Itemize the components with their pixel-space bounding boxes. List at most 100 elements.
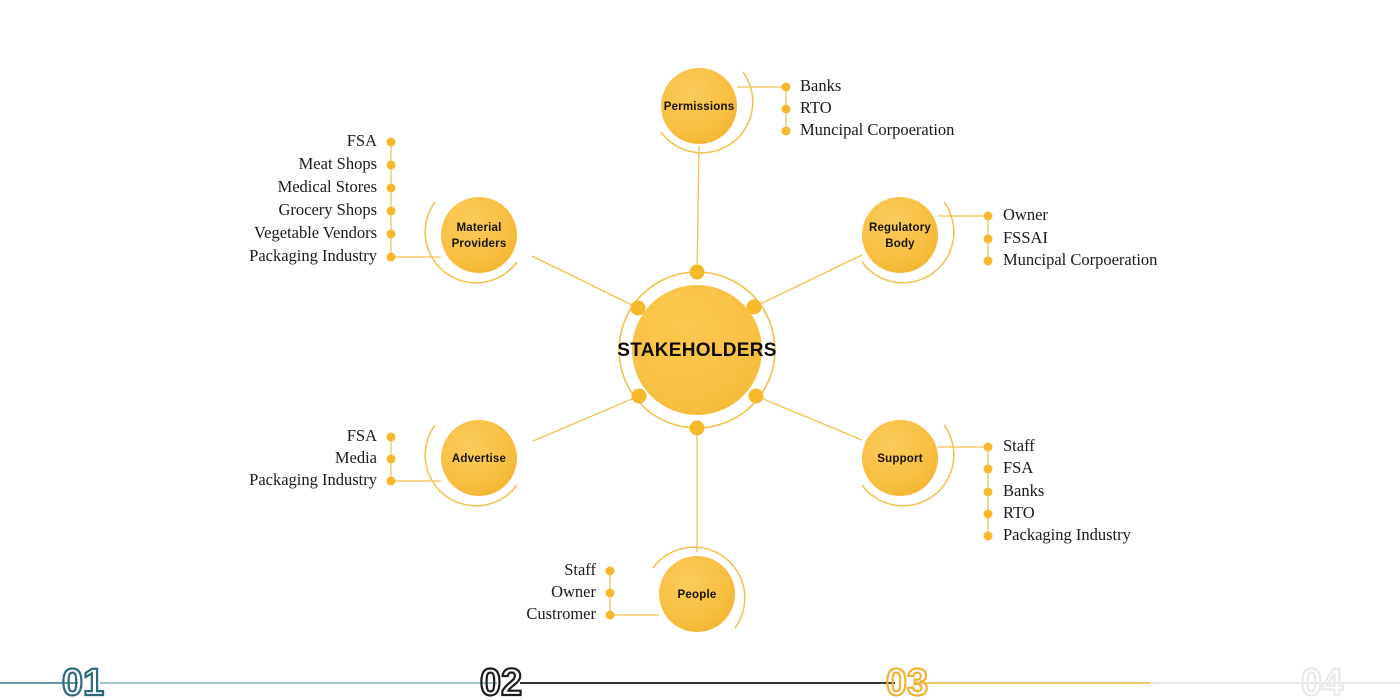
support-bullet — [983, 464, 993, 474]
people-bullet — [605, 588, 615, 598]
regulatory-body-items: Owner FSSAI Muncipal Corpoeration — [983, 205, 1157, 269]
center-dot-lower-right — [748, 388, 764, 404]
advertise-arc — [424, 424, 518, 507]
regulatory-body-arc — [861, 201, 955, 284]
progress-step-01[interactable]: 01 — [61, 661, 105, 700]
support-item: Banks — [1003, 481, 1044, 500]
material-providers-bullet — [386, 183, 396, 193]
material-providers-item: Packaging Industry — [249, 246, 378, 265]
center-dot-top — [689, 264, 705, 280]
advertise-bullet — [386, 432, 396, 442]
people-item: Owner — [551, 582, 596, 601]
branch-permissions[interactable]: Permissions Banks RTO Muncipal Corpoerat… — [660, 68, 954, 154]
support-item: Packaging Industry — [1003, 525, 1132, 544]
material-providers-item: Meat Shops — [299, 154, 377, 173]
center-connector-dots — [630, 264, 764, 436]
support-item: RTO — [1003, 503, 1035, 522]
permissions-item: RTO — [800, 98, 832, 117]
people-arc — [652, 546, 746, 629]
material-providers-item: FSA — [347, 131, 377, 150]
advertise-bullet — [386, 476, 396, 486]
spoke-regulatory-body — [753, 254, 863, 308]
advertise-bullet — [386, 454, 396, 464]
permissions-disc — [661, 68, 737, 144]
regulatory-body-item: Muncipal Corpoeration — [1003, 250, 1157, 269]
material-providers-bullet — [386, 137, 396, 147]
people-label: People — [678, 589, 717, 601]
advertise-label: Advertise — [452, 453, 506, 465]
spoke-material-providers — [531, 255, 639, 309]
branch-regulatory-body[interactable]: Regulatory Body Owner FSSAI Muncipal Cor… — [861, 197, 1157, 284]
center-disc — [632, 285, 762, 415]
spoke-permissions — [696, 145, 700, 273]
support-item: FSA — [1003, 458, 1033, 477]
center-dot-lower-left — [631, 388, 647, 404]
advertise-item: Media — [335, 448, 378, 467]
regulatory-body-item: Owner — [1003, 205, 1048, 224]
regulatory-body-label-line1: Regulatory — [869, 222, 931, 234]
progress-bar: 01 02 03 04 — [0, 661, 1400, 700]
material-providers-item: Vegetable Vendors — [254, 223, 377, 242]
branch-advertise[interactable]: Advertise FSA Media Packaging Industry — [249, 420, 518, 507]
progress-step-03[interactable]: 03 — [885, 661, 929, 700]
material-providers-bullet — [386, 252, 396, 262]
center-node-label: STAKEHOLDERS — [617, 340, 776, 361]
support-bullet — [983, 531, 993, 541]
support-disc — [862, 420, 938, 496]
center-dot-bottom — [689, 420, 705, 436]
material-providers-arc — [424, 201, 518, 284]
support-items: Staff FSA Banks RTO Packaging Industry — [983, 436, 1132, 544]
regulatory-body-bullet — [983, 256, 993, 266]
material-providers-bullet — [386, 160, 396, 170]
permissions-bullet — [781, 82, 791, 92]
support-arc — [861, 424, 955, 507]
people-item: Custromer — [526, 604, 596, 623]
permissions-bullet — [781, 104, 791, 114]
material-providers-disc — [441, 197, 517, 273]
advertise-items: FSA Media Packaging Industry — [249, 426, 396, 489]
material-providers-label-line1: Material — [456, 222, 501, 234]
support-bullet — [983, 487, 993, 497]
people-items: Staff Owner Custromer — [526, 560, 615, 623]
people-bullet — [605, 610, 615, 620]
material-providers-bullet — [386, 206, 396, 216]
center-dot-upper-left — [630, 300, 646, 316]
regulatory-body-label-line2: Body — [885, 238, 915, 250]
material-providers-items: FSA Meat Shops Medical Stores Grocery Sh… — [249, 131, 396, 265]
center-node[interactable]: STAKEHOLDERS — [617, 264, 776, 436]
permissions-item: Banks — [800, 76, 841, 95]
spoke-advertise — [532, 395, 640, 442]
people-item: Staff — [564, 560, 596, 579]
branch-support[interactable]: Support Staff FSA Banks RTO Packaging In… — [861, 420, 1132, 544]
permissions-bullet — [781, 126, 791, 136]
support-bullet — [983, 509, 993, 519]
support-item: Staff — [1003, 436, 1035, 455]
regulatory-body-item: FSSAI — [1003, 228, 1048, 247]
material-providers-item: Grocery Shops — [278, 200, 377, 219]
advertise-disc — [441, 420, 517, 496]
progress-step-02[interactable]: 02 — [479, 661, 523, 700]
permissions-item: Muncipal Corpoeration — [800, 120, 954, 139]
center-dot-upper-right — [746, 299, 762, 315]
regulatory-body-disc — [862, 197, 938, 273]
material-providers-label-line2: Providers — [452, 238, 507, 250]
support-label: Support — [877, 453, 922, 465]
advertise-item: Packaging Industry — [249, 470, 378, 489]
permissions-label: Permissions — [664, 101, 735, 113]
material-providers-item: Medical Stores — [278, 177, 377, 196]
spoke-support — [755, 395, 863, 441]
regulatory-body-bullet — [983, 211, 993, 221]
regulatory-body-bullet — [983, 234, 993, 244]
spoke-lines — [531, 145, 863, 552]
advertise-item: FSA — [347, 426, 377, 445]
material-providers-bullet — [386, 229, 396, 239]
progress-step-04[interactable]: 04 — [1300, 661, 1344, 700]
branch-material-providers[interactable]: Material Providers FSA Meat Shops Medica… — [249, 131, 518, 284]
branch-people[interactable]: People Staff Owner Custromer — [526, 546, 746, 632]
support-bullet — [983, 442, 993, 452]
permissions-items: Banks RTO Muncipal Corpoeration — [781, 76, 954, 139]
progress-footer: 01 02 03 04 — [0, 650, 1400, 700]
people-bullet — [605, 566, 615, 576]
